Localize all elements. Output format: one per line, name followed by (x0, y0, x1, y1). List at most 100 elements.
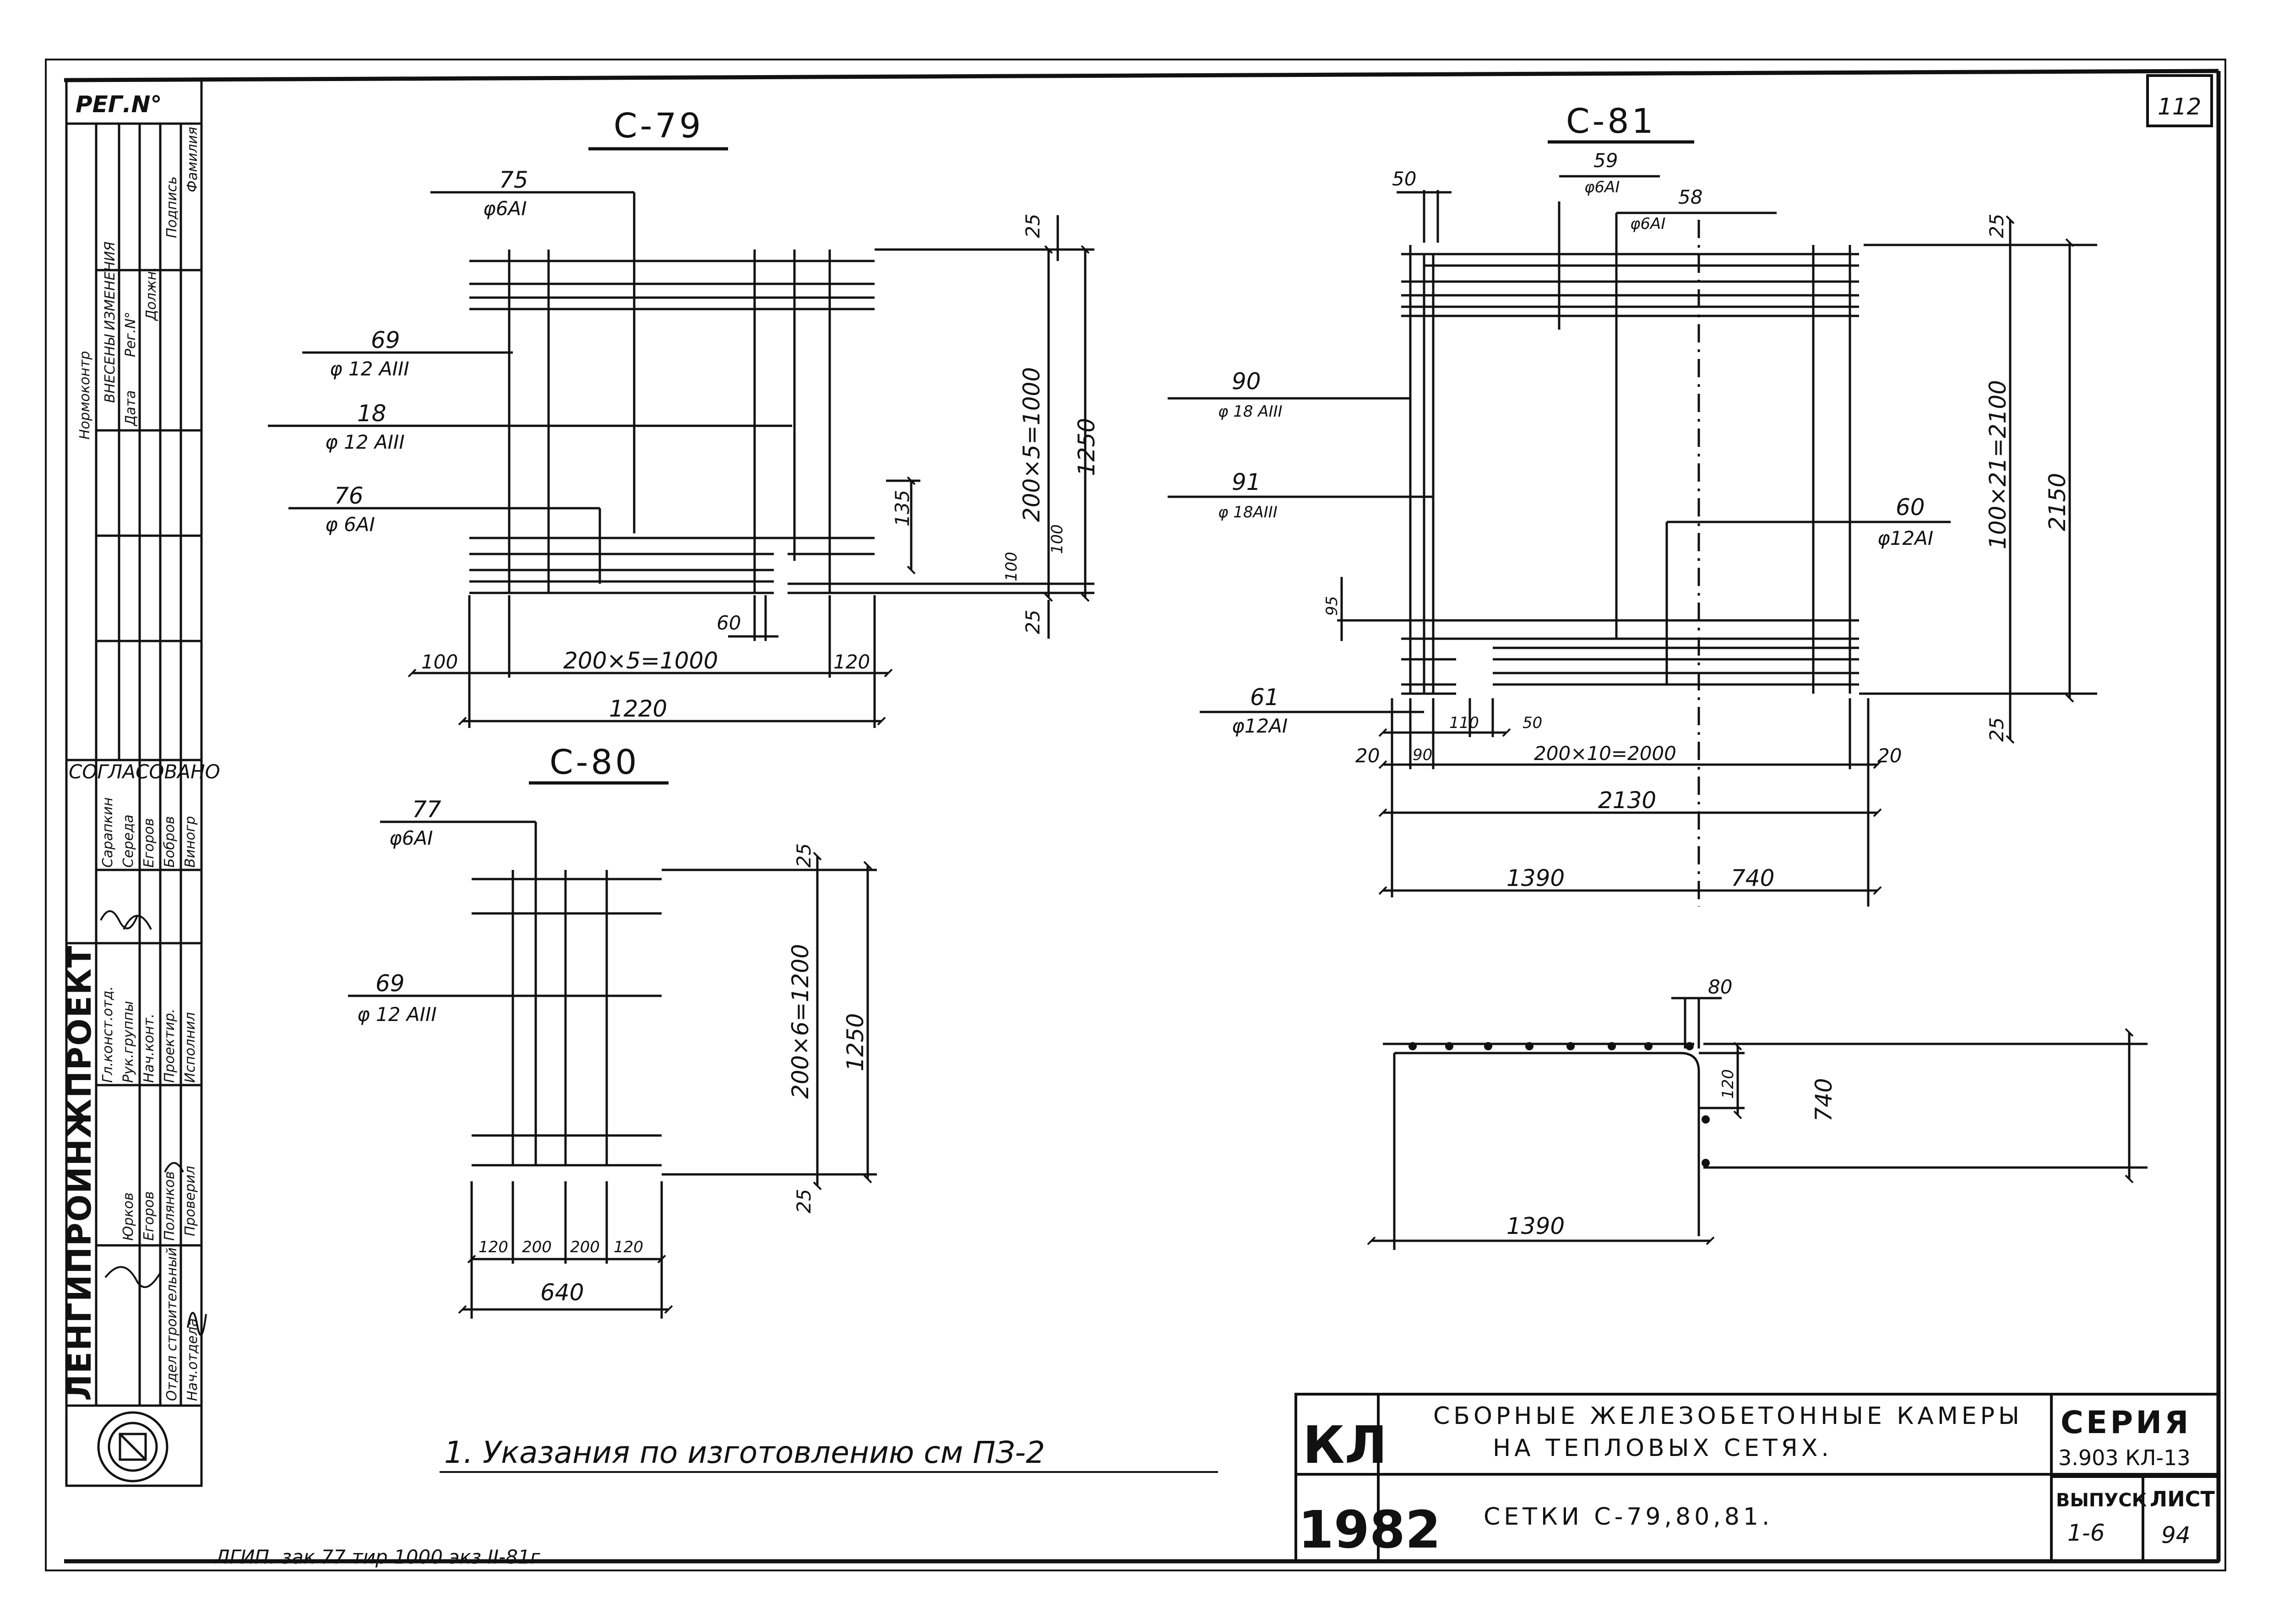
c81-bar-90: φ 18 АIII (1218, 402, 1283, 421)
mesh-c81: С-81 (1168, 102, 2097, 907)
mesh-c80: С-80 77 φ6АI (348, 743, 877, 1319)
dept-head-label: Нач.отдела (185, 1318, 201, 1401)
tb-sheet-title: СЕТКИ С-79,80,81. (1484, 1503, 1773, 1531)
c80-dim-h4: 120 (614, 1238, 643, 1256)
c80-dim-top: 25 (793, 843, 815, 868)
page-number: 112 (2158, 93, 2201, 120)
org-name: ЛЕНГИПРОИНЖПРОЕКТ (61, 945, 98, 1401)
c79-bar-18: φ 12 АIII (325, 431, 405, 453)
tb-desc-1: СБОРНЫЕ ЖЕЛЕЗОБЕТОННЫЕ КАМЕРЫ (1433, 1402, 2023, 1430)
c79-dim-span: 200×5=1000 (1018, 367, 1045, 522)
c79-pos-18: 18 (357, 400, 386, 427)
fabrication-note: 1. Указания по изготовлению см ПЗ-2 (444, 1435, 1045, 1470)
changes-col-date: Дата (123, 390, 139, 427)
c79-title: С-79 (614, 106, 704, 146)
c81-dim-total-h: 2130 (1598, 787, 1656, 814)
page-number-box: 112 (2146, 74, 2213, 127)
changes-header: ВНЕСЕНЫ ИЗМЕНЕНИЯ (102, 241, 118, 403)
c80-title: С-80 (549, 743, 640, 782)
c80-pos-69: 69 (375, 970, 405, 997)
c81-pos-58: 58 (1678, 186, 1702, 208)
c81-pos-60: 60 (1896, 494, 1925, 521)
bent-dim-w: 1390 (1506, 1213, 1565, 1239)
changes-col-sign: Подпись (164, 176, 180, 238)
reg-no-label: РЕГ.N° (76, 91, 162, 118)
c81-pos-91: 91 (1232, 469, 1261, 495)
bent-dim-h: 740 (1811, 1078, 1837, 1122)
c81-dim-20-right: 20 (1877, 744, 1902, 767)
c81-dim-part1: 1390 (1506, 865, 1565, 891)
c81-dim-top: 25 (1985, 214, 2008, 238)
c80-dim-h1: 120 (479, 1238, 508, 1256)
mesh-c79: С-79 (268, 106, 1100, 728)
c79-pos-75: 75 (499, 167, 528, 193)
c80-bar-69: φ 12 АIII (357, 1003, 437, 1026)
c81-bar-91: φ 18АIII (1218, 503, 1278, 521)
changes-col-post: Должн. (143, 267, 159, 321)
c80-bar-77: φ6АI (389, 827, 433, 849)
role-3: Нач.конт. (141, 1014, 157, 1083)
tb-issue-label: ВЫПУСК (2056, 1490, 2147, 1511)
c80-dim-total-h: 640 (540, 1279, 584, 1306)
signature-scribbles (100, 910, 207, 1336)
c79-pos-69: 69 (371, 327, 400, 353)
c81-dim-50b: 50 (1523, 714, 1542, 732)
c81-bar-58: φ6АI (1630, 215, 1665, 233)
agreed-name-1: Сарапкин (100, 797, 116, 868)
tb-series-value: 3.903 КЛ-13 (2058, 1445, 2191, 1470)
left-stamp (65, 79, 203, 1487)
bent-dim-120: 120 (1719, 1069, 1737, 1099)
c79-dim-total-v: 1250 (1073, 418, 1100, 476)
print-note: ЛГИП. зак 77 тир 1000 экз II-81г (214, 1546, 541, 1568)
changes-col-name: Фамилия (185, 127, 201, 192)
c81-pos-59: 59 (1593, 149, 1618, 172)
title-block (1294, 1393, 2220, 1563)
c80-dim-span: 200×6=1200 (787, 944, 814, 1099)
sheet-frame (45, 59, 2226, 1571)
c81-bar-61: φ12АI (1232, 715, 1288, 737)
agreed-name-4: Бобров (162, 816, 178, 868)
dept-label: Отдел строительный (164, 1248, 180, 1401)
c81-dim-bot: 25 (1985, 717, 2008, 742)
tb-issue-value: 1-6 (2067, 1520, 2105, 1546)
c80-pos-77: 77 (412, 796, 441, 823)
role-name-3: Полянков (162, 1171, 178, 1241)
role-4: Проектир. (162, 1009, 178, 1083)
c79-dim-span-h: 200×5=1000 (563, 647, 718, 674)
c79-dim-100a: 100 (1002, 552, 1021, 581)
c80-dim-h2: 200 (522, 1238, 552, 1256)
c79-dim-mid: 135 (891, 490, 914, 527)
changes-col-reg: Рег.N° (123, 312, 139, 357)
agreed-name-5: Виногр (182, 816, 198, 868)
c79-dim-total-h: 1220 (609, 695, 667, 722)
agreed-label: СОГЛАСОВАНО (69, 760, 220, 783)
tb-sheet-label: ЛИСТ (2150, 1487, 2215, 1511)
role-5: Исполнил (182, 1012, 198, 1083)
c81-dim-total-v: 2150 (2044, 473, 2071, 531)
agreed-name-2: Середа (120, 815, 136, 868)
role-name-2: Егоров (141, 1191, 157, 1241)
c81-pos-61: 61 (1250, 684, 1279, 711)
c79-dim-100b: 100 (1048, 524, 1066, 554)
role-name-1: Юрков (120, 1192, 136, 1241)
c81-dim-part2: 740 (1731, 865, 1774, 891)
c81-title: С-81 (1566, 102, 1656, 141)
c79-bar-76: φ 6АI (325, 513, 375, 536)
c79-dim-right: 120 (833, 651, 870, 673)
c79-bar-75: φ6АI (483, 197, 527, 220)
c81-bar-59: φ6АI (1584, 178, 1620, 196)
role-6: Проверил (182, 1166, 198, 1236)
c80-dim-total-v: 1250 (842, 1013, 869, 1071)
tb-series-label: СЕРИЯ (2061, 1405, 2191, 1441)
bent-bar-detail: 80 120 740 1390 (1367, 976, 2148, 1250)
c81-dim-span-v: 100×21=2100 (1985, 380, 2011, 549)
c79-dim-top: 25 (1022, 214, 1044, 238)
c79-pos-76: 76 (334, 483, 364, 509)
c81-bar-60: φ12АI (1877, 527, 1933, 549)
bent-dim-80: 80 (1708, 976, 1732, 998)
c81-dim-90: 90 (1413, 746, 1432, 764)
c79-dim-bot: 25 (1022, 610, 1044, 634)
c79-dim-60: 60 (717, 612, 741, 634)
tb-desc-2: НА ТЕПЛОВЫХ СЕТЯХ. (1493, 1434, 1833, 1462)
